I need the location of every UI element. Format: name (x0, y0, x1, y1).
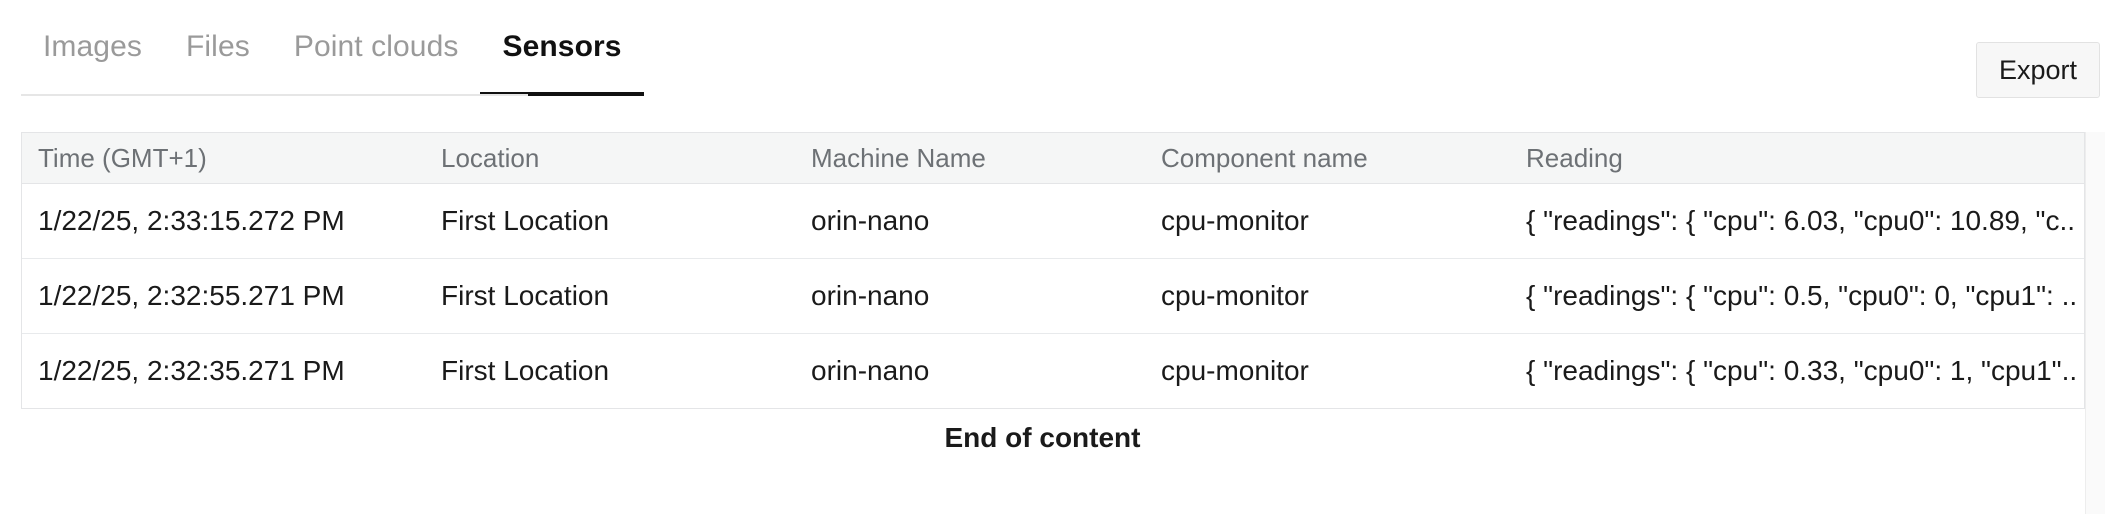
cell-location: First Location (425, 258, 795, 334)
tab-point-clouds[interactable]: Point clouds (272, 14, 481, 96)
cell-machine: orin-nano (795, 333, 1145, 408)
column-header-component-name[interactable]: Component name (1145, 133, 1510, 184)
table-row[interactable]: 1/22/25, 2:32:55.271 PM First Location o… (22, 258, 2084, 334)
tab-images-label: Images (43, 30, 142, 63)
cell-location: First Location (425, 333, 795, 408)
cell-reading[interactable]: { "readings": { "cpu": 6.03, "cpu0": 10.… (1510, 183, 2084, 259)
tab-images[interactable]: Images (21, 14, 164, 96)
tab-bar: Images Files Point clouds Sensors (21, 14, 2100, 96)
table-row[interactable]: 1/22/25, 2:32:35.271 PM First Location o… (22, 333, 2084, 408)
cell-reading[interactable]: { "readings": { "cpu": 0.33, "cpu0": 1, … (1510, 333, 2084, 408)
cell-component: cpu-monitor (1145, 258, 1510, 334)
column-header-time[interactable]: Time (GMT+1) (22, 133, 425, 184)
sensors-table: Time (GMT+1) Location Machine Name Compo… (22, 133, 2084, 408)
table-header: Time (GMT+1) Location Machine Name Compo… (22, 133, 2084, 184)
column-header-location[interactable]: Location (425, 133, 795, 184)
tab-bar-divider (21, 94, 528, 96)
cell-location: First Location (425, 183, 795, 259)
export-button[interactable]: Export (1976, 42, 2100, 98)
vertical-scrollbar[interactable] (2085, 132, 2105, 514)
cell-component: cpu-monitor (1145, 183, 1510, 259)
cell-reading[interactable]: { "readings": { "cpu": 0.5, "cpu0": 0, "… (1510, 258, 2084, 334)
end-of-content-label: End of content (944, 422, 1141, 453)
table-body: 1/22/25, 2:33:15.272 PM First Location o… (22, 183, 2084, 408)
cell-machine: orin-nano (795, 258, 1145, 334)
tab-list: Images Files Point clouds Sensors (21, 14, 644, 96)
tab-point-clouds-label: Point clouds (293, 30, 459, 63)
table-row[interactable]: 1/22/25, 2:33:15.272 PM First Location o… (22, 183, 2084, 259)
tab-files-label: Files (185, 30, 250, 63)
cell-time: 1/22/25, 2:32:35.271 PM (22, 333, 425, 408)
cell-time: 1/22/25, 2:32:55.271 PM (22, 258, 425, 334)
tab-files[interactable]: Files (164, 14, 272, 96)
cell-time: 1/22/25, 2:33:15.272 PM (22, 183, 425, 259)
cell-component: cpu-monitor (1145, 333, 1510, 408)
tab-sensors[interactable]: Sensors (480, 14, 644, 96)
table-header-row: Time (GMT+1) Location Machine Name Compo… (22, 133, 2084, 184)
sensors-table-container: Time (GMT+1) Location Machine Name Compo… (21, 132, 2085, 409)
cell-machine: orin-nano (795, 183, 1145, 259)
tab-sensors-label: Sensors (502, 30, 622, 63)
column-header-reading[interactable]: Reading (1510, 133, 2084, 184)
column-header-machine-name[interactable]: Machine Name (795, 133, 1145, 184)
